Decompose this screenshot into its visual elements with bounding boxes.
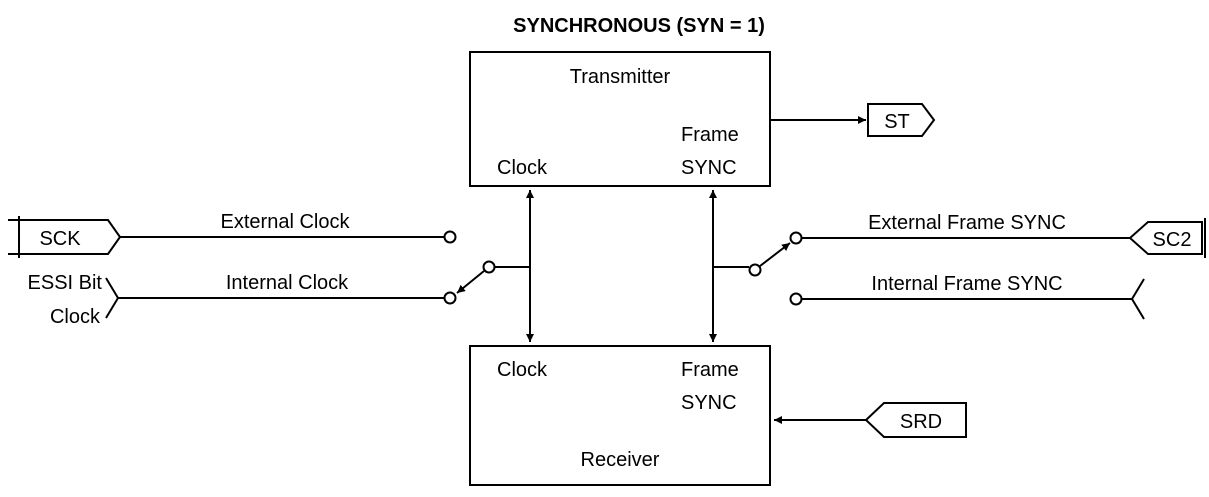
external-frame-sync-terminal bbox=[789, 231, 803, 245]
internal-clock-label: Internal Clock bbox=[226, 272, 349, 294]
receiver-clock-label: Clock bbox=[497, 359, 548, 381]
sc2-pin-label: SC2 bbox=[1153, 229, 1192, 251]
transmitter-label: Transmitter bbox=[570, 66, 671, 88]
receiver-label: Receiver bbox=[581, 449, 660, 471]
frame-switch-pivot bbox=[748, 263, 762, 277]
essi-clock-label: Clock bbox=[50, 306, 101, 328]
clock-switch-arm bbox=[456, 270, 485, 294]
transmitter-sync-label: SYNC bbox=[681, 157, 737, 179]
st-pin-flag bbox=[867, 103, 936, 137]
receiver-frame-label: Frame bbox=[681, 359, 739, 381]
essi-bit-label: ESSI Bit bbox=[28, 272, 103, 294]
external-clock-label: External Clock bbox=[221, 211, 351, 233]
internal-frame-sync-terminal bbox=[789, 292, 803, 306]
srd-pin-flag bbox=[864, 402, 967, 438]
essi-bit-clock-input bbox=[105, 277, 120, 319]
internal-frame-sync-output bbox=[1130, 278, 1145, 320]
external-frame-sync-label: External Frame SYNC bbox=[868, 212, 1066, 234]
srd-pin-label: SRD bbox=[900, 411, 942, 433]
internal-frame-sync-label: Internal Frame SYNC bbox=[871, 273, 1062, 295]
transmitter-clock-label: Clock bbox=[497, 157, 548, 179]
receiver-sync-label: SYNC bbox=[681, 392, 737, 414]
external-clock-terminal bbox=[443, 230, 457, 244]
st-pin-label: ST bbox=[884, 111, 910, 133]
internal-clock-terminal bbox=[443, 291, 457, 305]
clock-switch-pivot bbox=[482, 260, 496, 274]
transmitter-frame-label: Frame bbox=[681, 124, 739, 146]
diagram-title: SYNCHRONOUS (SYN = 1) bbox=[513, 15, 765, 37]
frame-switch-arm bbox=[759, 242, 791, 267]
sck-pin-label: SCK bbox=[39, 228, 81, 250]
receiver-box bbox=[469, 345, 771, 486]
transmitter-box bbox=[469, 51, 771, 187]
sc2-pin-flag bbox=[1128, 221, 1203, 255]
